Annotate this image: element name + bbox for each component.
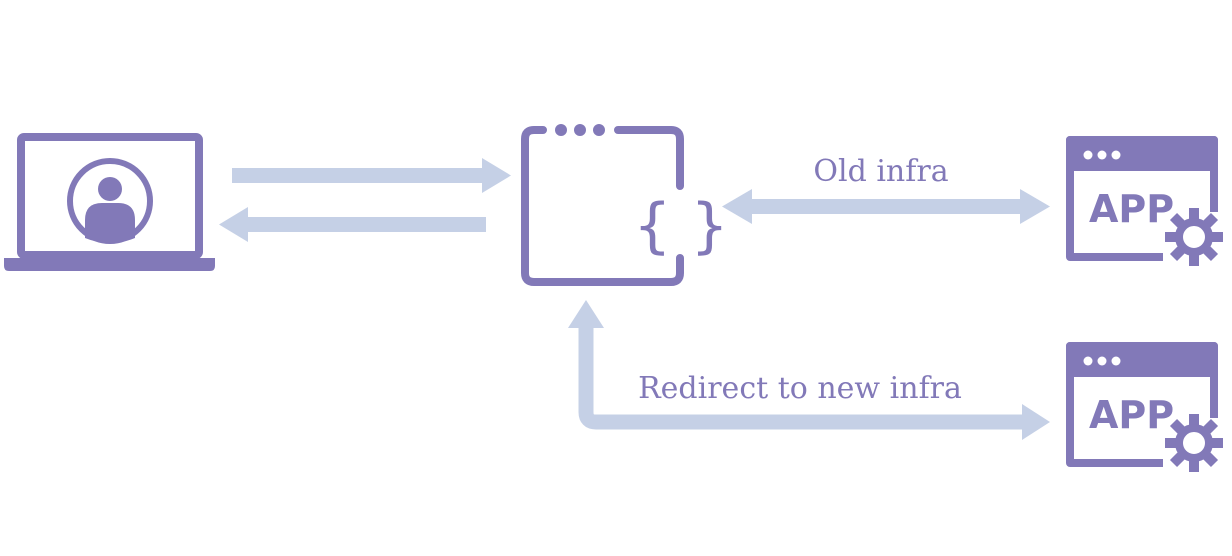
code-braces-icon: { } [633,191,728,261]
app-window-titlebar [1066,342,1218,377]
user-avatar-body [85,203,135,243]
old-infra-arrow [722,189,1050,224]
window-dot-icon [593,124,605,136]
window-dot-icon [1083,150,1093,160]
gateway-window-icon: { } [521,124,729,286]
window-dot-icon [574,124,586,136]
client-laptop-icon [4,133,215,271]
app-label: APP [1089,393,1174,437]
laptop-base [4,258,215,271]
gear-icon [1165,208,1223,266]
window-dot-icon [555,124,567,136]
app-window-titlebar [1066,136,1218,171]
response-arrow [219,207,486,242]
old-app-icon: APP [1066,136,1223,266]
laptop-screen [17,133,203,259]
window-dot-icon [1097,150,1107,160]
redirect-label: Redirect to new infra [638,371,962,406]
window-dot-icon [1097,356,1107,366]
request-arrow [232,158,511,193]
window-dot-icon [1111,356,1121,366]
user-avatar-head [98,177,122,201]
app-label: APP [1089,187,1174,231]
old-infra-label: Old infra [813,154,948,189]
new-app-icon: APP [1066,342,1223,472]
window-dot-icon [1083,356,1093,366]
gateway-window-frame [521,126,684,286]
redirect-arrow [568,300,1050,440]
window-dot-icon [1111,150,1121,160]
gear-icon [1165,414,1223,472]
